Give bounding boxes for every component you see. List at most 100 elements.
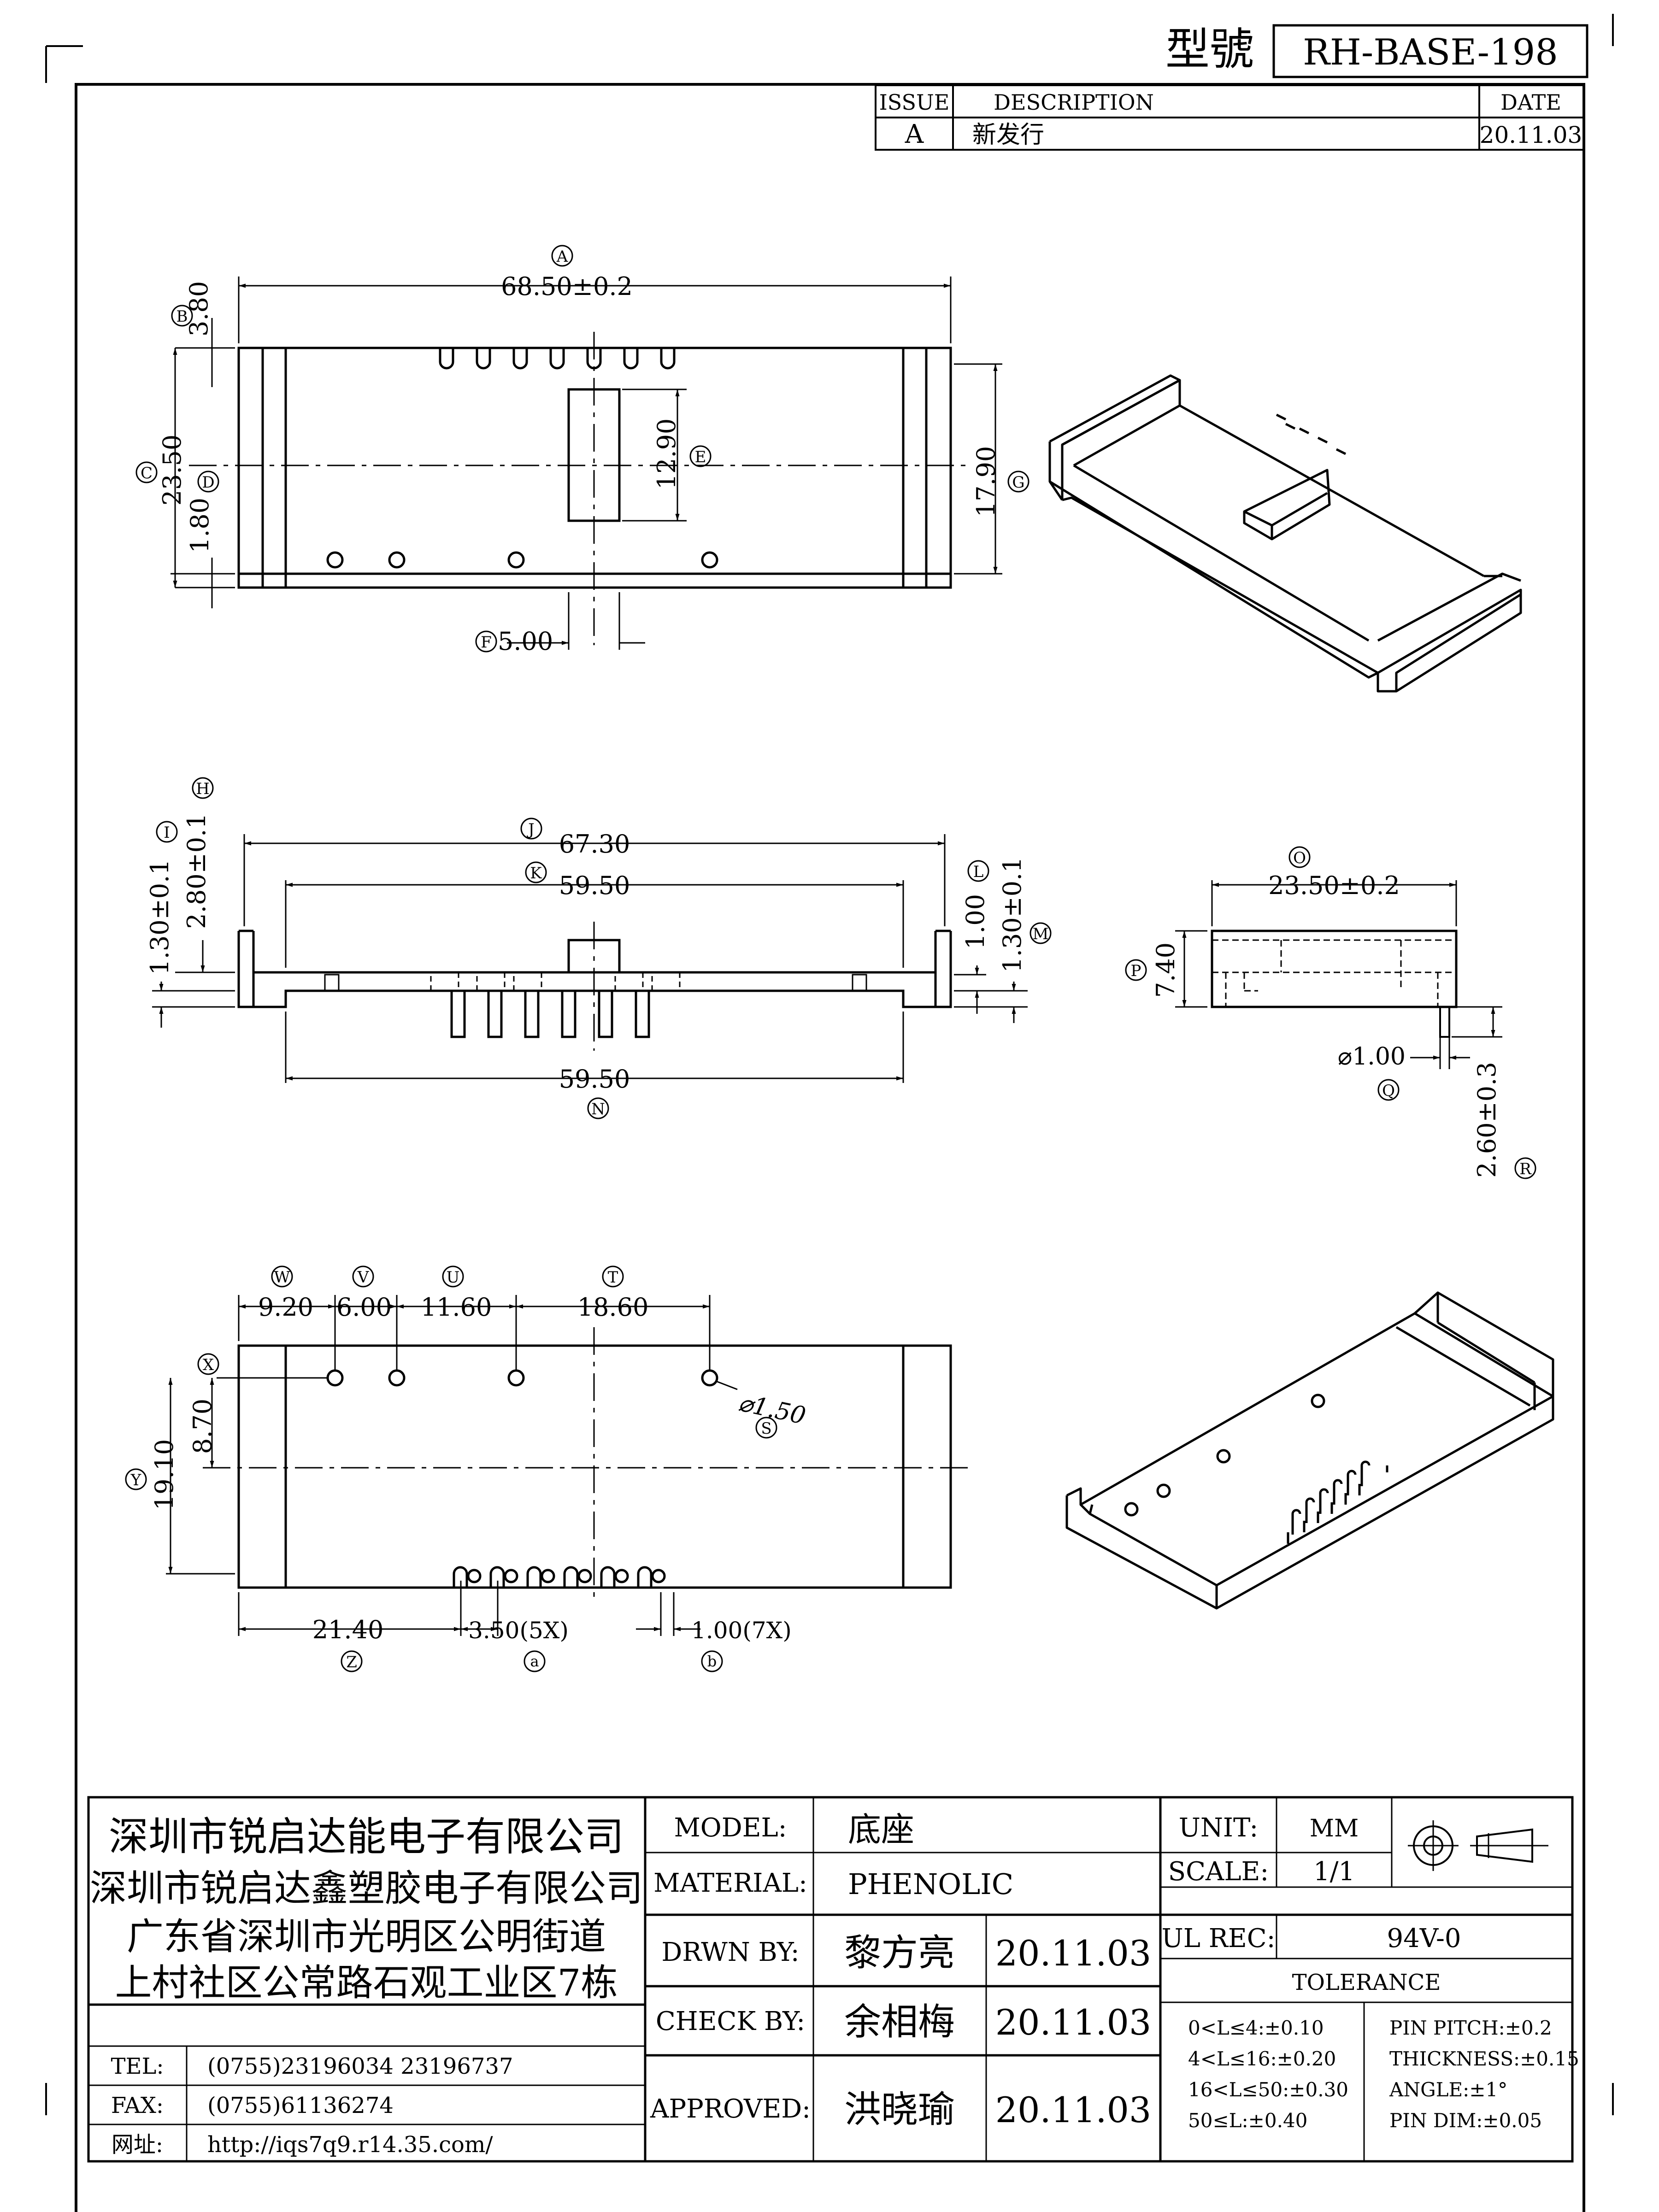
- drawn-by-name: 黎方亮: [844, 1931, 955, 1974]
- callout-c-marker: [135, 461, 158, 483]
- callout-k-letter: K: [530, 864, 542, 882]
- side-view-labels: O 23.50±0.2 P 7.40 ⌀1.00 Q 2.60±0.3 R: [1125, 846, 1536, 1179]
- dim-i: 1.30±0.1: [145, 859, 174, 975]
- callout-x-letter: X: [203, 1356, 214, 1374]
- material-label: MATERIAL:: [653, 1868, 807, 1898]
- dim-q: ⌀1.00: [1338, 1043, 1406, 1071]
- check-date: 20.11.03: [995, 2002, 1151, 2043]
- bottom-view-labels: W 9.20 V 6.00 U 11.60 T 18.60 ⌀1.50 S X …: [125, 1265, 808, 1672]
- dim-v: 6.00: [336, 1293, 392, 1322]
- dim-s: ⌀1.50: [736, 1389, 808, 1430]
- callout-n-marker: [587, 1097, 609, 1119]
- callout-t-letter: T: [608, 1268, 618, 1287]
- unit-label: UNIT:: [1179, 1813, 1259, 1843]
- dim-x: 8.70: [188, 1399, 217, 1454]
- dim-h: 2.80±0.1: [182, 813, 211, 929]
- callout-g-letter: G: [1012, 473, 1024, 492]
- dim-a-lower: 3.50(5X): [468, 1617, 569, 1644]
- callout-p-letter: P: [1131, 962, 1141, 980]
- revision-issue-header: ISSUE: [879, 90, 950, 115]
- dim-r: 2.60±0.3: [1472, 1062, 1501, 1177]
- dim-u: 11.60: [421, 1293, 492, 1322]
- callout-z-letter: Z: [346, 1653, 357, 1671]
- company-line-2: 深圳市锐启达鑫塑胶电子有限公司: [90, 1867, 643, 1910]
- tolerance-left-2: 4<L≤16:±0.20: [1188, 2047, 1336, 2070]
- tolerance-left-3: 16<L≤50:±0.30: [1188, 2078, 1348, 2101]
- callout-s-marker: [755, 1417, 777, 1439]
- tel-label: TEL:: [111, 2053, 164, 2079]
- callout-b-marker: [171, 305, 193, 327]
- callout-b-letter: B: [176, 307, 188, 326]
- drawn-by-label: DRWN BY:: [661, 1937, 799, 1967]
- dim-o: 23.50±0.2: [1268, 871, 1400, 900]
- approved-label: APPROVED:: [650, 2094, 811, 2124]
- callout-m-marker: [1030, 922, 1052, 944]
- callout-v-letter: V: [357, 1268, 370, 1287]
- side-view: [1175, 880, 1502, 1069]
- model-label-cn: 型號: [1165, 24, 1254, 75]
- callout-c-letter: C: [141, 464, 153, 482]
- part-number: RH-BASE-198: [1303, 32, 1558, 73]
- unit-value: MM: [1310, 1815, 1359, 1842]
- revision-description-header: DESCRIPTION: [994, 90, 1154, 115]
- callout-e-marker: [689, 445, 712, 467]
- callout-q-marker: [1377, 1079, 1400, 1101]
- dim-m: 1.30±0.1: [998, 857, 1027, 972]
- callout-l-letter: L: [973, 863, 984, 881]
- callout-w-letter: W: [274, 1268, 290, 1287]
- ul-rec-value: 94V-0: [1387, 1924, 1461, 1953]
- company-line-1: 深圳市锐启达能电子有限公司: [109, 1814, 624, 1860]
- callout-d-marker: [197, 471, 219, 493]
- dim-z: 21.40: [312, 1615, 384, 1644]
- callout-v-marker: [352, 1265, 374, 1288]
- dim-k: 59.50: [559, 871, 630, 900]
- revision-issue: A: [905, 119, 924, 149]
- dim-b-lower: 1.00(7X): [691, 1617, 792, 1644]
- dim-d: 1.80: [185, 498, 214, 553]
- check-by-label: CHECK BY:: [656, 2006, 805, 2036]
- model-value: 底座: [848, 1810, 914, 1849]
- callout-x-marker: [197, 1353, 219, 1375]
- dim-f: 5.00: [498, 627, 553, 656]
- dim-l: 1.00: [961, 894, 990, 949]
- dim-g: 17.90: [971, 446, 1000, 518]
- callout-b-lower-marker: [701, 1650, 723, 1672]
- company-line-3: 广东省深圳市光明区公明街道: [127, 1915, 606, 1958]
- corner-marks: [45, 14, 1614, 2115]
- callout-e-letter: E: [695, 448, 706, 466]
- callout-y-letter: Y: [130, 1471, 141, 1489]
- callout-u-marker: [442, 1265, 464, 1288]
- isometric-view-top: [1048, 374, 1522, 693]
- callout-r-marker: [1514, 1157, 1536, 1179]
- material-value: PHENOLIC: [848, 1867, 1013, 1901]
- callout-p-marker: [1125, 959, 1147, 981]
- approved-date: 20.11.03: [995, 2089, 1151, 2130]
- dim-n: 59.50: [559, 1065, 630, 1094]
- top-view-labels: A 68.50±0.2 B 3.80 C 23.50 D 1.80 12.90 …: [135, 245, 1030, 656]
- dim-p: 7.40: [1151, 942, 1180, 998]
- callout-r-letter: R: [1519, 1160, 1532, 1178]
- callout-i-marker: [156, 821, 178, 843]
- tel-value: (0755)23196034 23196737: [207, 2053, 513, 2079]
- callout-s-letter: S: [761, 1419, 771, 1438]
- callout-z-marker: [341, 1650, 363, 1672]
- revision-table: [875, 84, 1585, 151]
- callout-u-letter: U: [447, 1268, 460, 1287]
- callout-m-letter: M: [1033, 925, 1049, 943]
- revision-description: 新发行: [972, 121, 1044, 149]
- callout-j-marker: [520, 818, 542, 840]
- callout-y-marker: [125, 1468, 147, 1490]
- tolerance-left-4: 50≤L:±0.40: [1188, 2109, 1307, 2132]
- callout-k-marker: [525, 861, 547, 883]
- callout-a-lower-marker: [524, 1650, 546, 1672]
- model-label: MODEL:: [674, 1813, 787, 1843]
- top-view: [171, 276, 1002, 650]
- callout-i-letter: I: [164, 824, 170, 842]
- dim-y: 19.10: [150, 1439, 179, 1511]
- dim-e: 12.90: [652, 418, 681, 490]
- callout-g-marker: [1007, 471, 1030, 493]
- front-view-labels: H 2.80±0.1 I 1.30±0.1 J 67.30 K 59.50 L …: [145, 777, 1052, 1119]
- drawing-border: [75, 83, 1585, 2212]
- tolerance-left-1: 0<L≤4:±0.10: [1188, 2017, 1324, 2039]
- callout-b-lower-letter: b: [707, 1653, 717, 1670]
